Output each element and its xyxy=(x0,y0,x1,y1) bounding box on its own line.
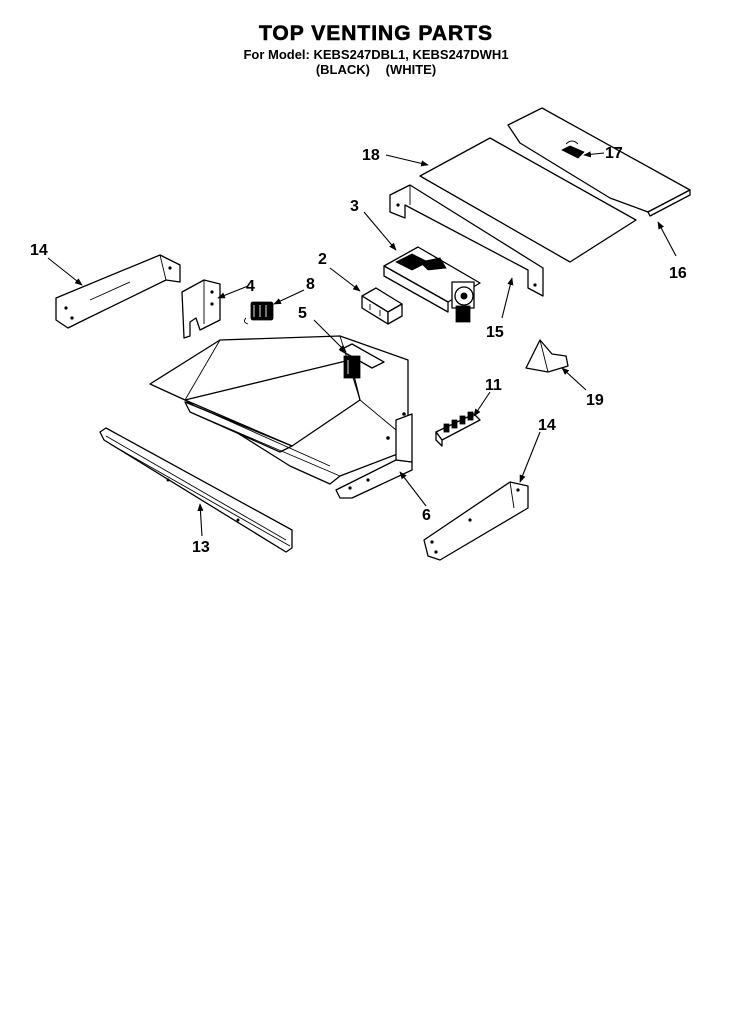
callout-labels: 18 17 3 16 14 2 4 8 5 15 11 19 14 6 13 xyxy=(30,145,687,556)
page-title: TOP VENTING PARTS xyxy=(258,22,494,46)
part-18-panel xyxy=(419,137,637,263)
callout-6: 6 xyxy=(422,507,431,524)
callout-4: 4 xyxy=(246,278,255,295)
color-variants: (BLACK) (WHITE) xyxy=(0,62,752,77)
part-16-top-cover xyxy=(507,107,691,217)
part-11-terminal-block xyxy=(435,411,481,447)
part-19-bracket xyxy=(525,339,569,373)
callout-11: 11 xyxy=(485,377,502,394)
part-14-left-bracket xyxy=(55,254,181,329)
title-block: TOP VENTING PARTS For Model: KEBS247DBL1… xyxy=(0,22,752,77)
part-2-block xyxy=(361,287,403,325)
callout-19: 19 xyxy=(586,392,604,409)
part-13-front-trim xyxy=(99,427,293,553)
part-15-bracket xyxy=(389,184,544,297)
part-17-clip xyxy=(561,140,585,159)
part-4-bracket xyxy=(181,279,221,339)
variant-white: (WHITE) xyxy=(385,62,437,77)
callout-5: 5 xyxy=(298,305,307,322)
callout-14-right: 14 xyxy=(538,417,556,434)
callout-15: 15 xyxy=(486,324,504,341)
callout-14-left: 14 xyxy=(30,242,48,259)
callout-3: 3 xyxy=(350,198,359,215)
part-3-blower-motor xyxy=(383,246,481,323)
leader-lines xyxy=(47,151,677,537)
callout-17: 17 xyxy=(605,145,623,162)
variant-black: (BLACK) xyxy=(315,62,370,77)
callout-2: 2 xyxy=(318,251,327,268)
part-6-rail xyxy=(335,413,413,499)
part-8-switch xyxy=(243,301,274,325)
model-line: For Model: KEBS247DBL1, KEBS247DWH1 xyxy=(243,47,509,62)
callout-16: 16 xyxy=(669,265,687,282)
callout-8: 8 xyxy=(306,276,315,293)
part-14-right-bracket xyxy=(423,481,529,561)
callout-13: 13 xyxy=(192,539,210,556)
callout-18: 18 xyxy=(362,147,380,164)
vent-duct-housing xyxy=(149,335,409,485)
part-5-damper xyxy=(339,343,385,379)
